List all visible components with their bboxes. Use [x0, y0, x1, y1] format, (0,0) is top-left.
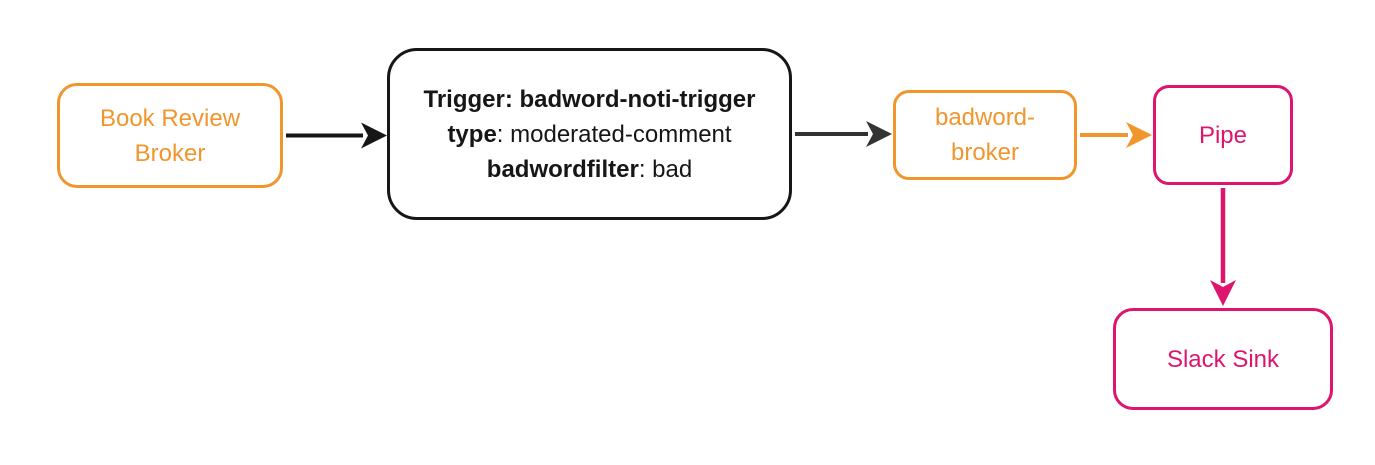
- node-label-line: Slack Sink: [1166, 345, 1280, 373]
- arrowhead-right-icon: [361, 122, 387, 149]
- trigger-name-line: Trigger: badword-noti-trigger: [424, 82, 756, 117]
- trigger-name-text: Trigger: badword-noti-trigger: [423, 85, 756, 113]
- trigger-filter-value: : bad: [638, 155, 693, 183]
- arrowhead-right-icon: [866, 121, 892, 147]
- node-label-line: broker: [950, 139, 1020, 166]
- trigger-filter-line: badwordfilter: bad: [487, 152, 692, 187]
- node-book-review-broker: Book Review Broker: [57, 83, 283, 188]
- arrowhead-right-icon: [1126, 122, 1152, 148]
- node-label-line: Pipe: [1198, 121, 1248, 149]
- node-pipe: Pipe: [1153, 85, 1293, 185]
- edge-pipe-to-slack-sink: [1210, 188, 1236, 306]
- node-label-line: Broker: [134, 139, 206, 167]
- edge-book-review-broker-to-trigger: [286, 122, 387, 149]
- trigger-type-key: type: [447, 120, 497, 148]
- arrowhead-down-icon: [1210, 280, 1236, 306]
- edge-badword-broker-to-pipe: [1080, 122, 1152, 148]
- node-slack-sink: Slack Sink: [1113, 308, 1333, 410]
- node-trigger: Trigger: badword-noti-trigger type: mode…: [387, 48, 792, 220]
- node-badword-broker: badword- broker: [893, 90, 1077, 180]
- trigger-type-value: : moderated-comment: [496, 120, 732, 148]
- trigger-filter-key: badwordfilter: [486, 155, 639, 183]
- edge-trigger-to-badword-broker: [795, 121, 892, 147]
- node-label-line: Book Review: [99, 104, 241, 132]
- trigger-type-line: type: moderated-comment: [447, 117, 731, 152]
- node-label-line: badword-: [934, 104, 1036, 131]
